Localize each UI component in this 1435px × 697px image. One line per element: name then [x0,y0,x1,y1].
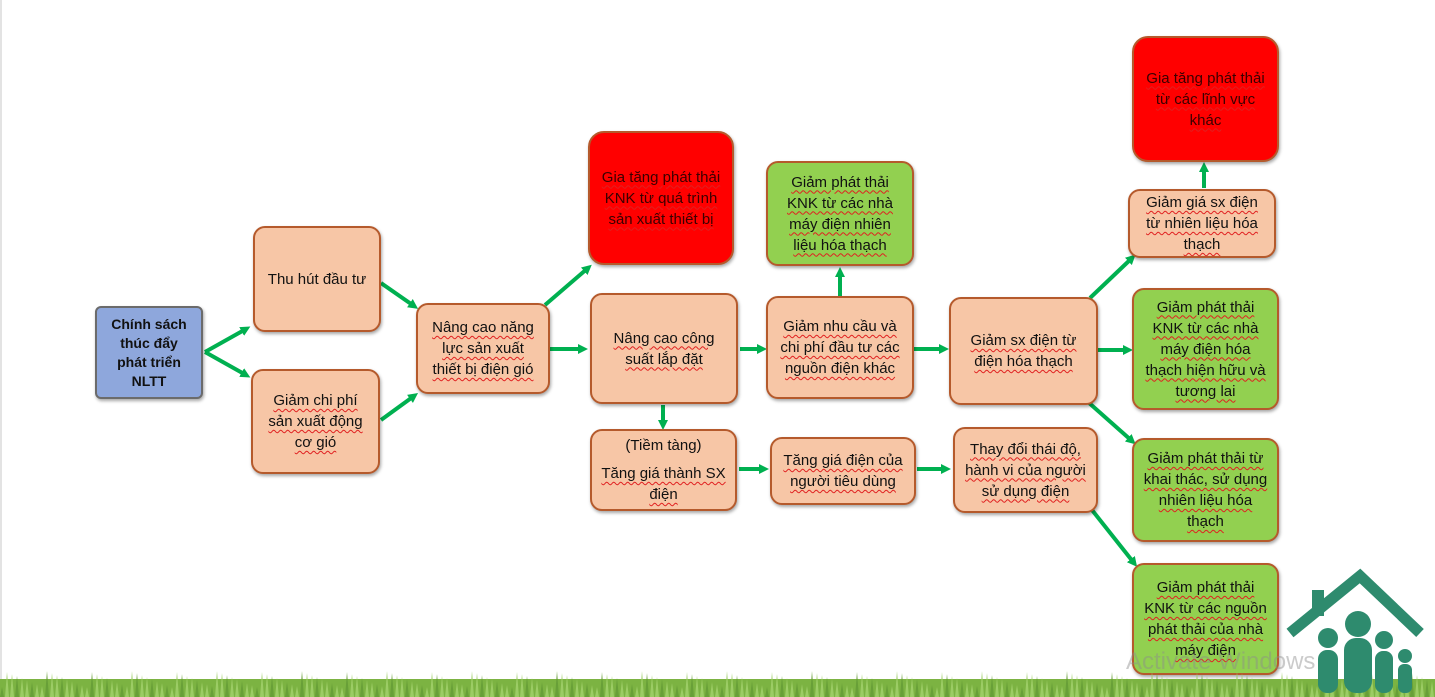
box-consumer-price: Tăng giá điện của người tiêu dùng [770,437,916,505]
box-attract-investment-text: Thu hút đầu tư [267,270,367,288]
box-manufacturing-capacity-text: Nâng cao năng lực sản xuất thiết bị điện… [432,319,534,378]
box-behavior-change: Thay đổi thái độ, hành vi của người sử d… [953,427,1098,513]
box-manufacturing-capacity: Nâng cao năng lực sản xuất thiết bị điện… [416,303,550,394]
box-attract-investment: Thu hút đầu tư [253,226,381,332]
box-fossil-generation: Giảm sx điện từ điện hóa thạch [949,297,1098,405]
box-reduce-cost-text: Giảm chi phí sản xuất động cơ gió [268,392,363,451]
box-fossil-price: Giảm giá sx điện từ nhiên liệu hóa thạch [1128,189,1276,258]
box-consumer-price-text: Tăng giá điện của người tiêu dùng [783,452,903,490]
box-install-capacity-text: Nâng cao công suất lắp đặt [613,329,715,368]
box-policy-text: Chính sách thúc đẩy phát triển NLTT [111,315,187,389]
arrow-policy-attract [204,326,251,354]
box-reduce-demand-text: Giảm nhu cầu và chi phí đầu tư các nguồn… [780,318,900,377]
box-install-capacity: Nâng cao công suất lắp đặt [590,293,738,404]
box-ghg-manufacturing-text: Gia tăng phát thải KNK từ quá trình sản … [601,168,721,228]
box-reduce-demand: Giảm nhu cầu và chi phí đầu tư các nguồn… [766,296,914,399]
box-ghg-extraction: Giảm phát thải từ khai thác, sử dụng nhi… [1132,438,1279,542]
arrow-cost-capacity [379,393,419,422]
box-ghg-fossil-plants-text: Giảm phát thải KNK từ các nhà máy điện n… [787,173,893,254]
box-reduce-cost: Giảm chi phí sản xuất động cơ gió [251,369,380,474]
box-fossil-price-text: Giảm giá sx điện từ nhiên liệu hóa thạch [1146,194,1258,253]
arrow-behavior-sources [1090,508,1138,567]
arrow-policy-cost [204,350,251,378]
grass-strip [0,671,1435,697]
box-ghg-manufacturing: Gia tăng phát thải KNK từ quá trình sản … [588,131,734,265]
arrow-capacity-ghgmfg [543,264,592,307]
box-ghg-fossil-plants: Giảm phát thải KNK từ các nhà máy điện n… [766,161,914,266]
box-potential-title: (Tiềm tàng) [625,437,702,454]
arrow-fossilgen-fossilprice [1088,254,1136,300]
house-family-logo-icon [1286,568,1424,693]
box-policy: Chính sách thúc đẩy phát triển NLTT [95,306,203,399]
box-fossil-generation-text: Giảm sx điện từ điện hóa thạch [970,332,1077,370]
box-ghg-extraction-text: Giảm phát thải từ khai thác, sử dụng nhi… [1143,450,1268,530]
arrow-fossilgen-extraction [1086,400,1136,445]
box-potential-cost: (Tiềm tàng) Tăng giá thành SX điện [590,429,737,511]
slide-left-edge [0,0,2,697]
box-ghg-sources-text: Giảm phát thải KNK từ các nguồn phát thả… [1144,579,1267,659]
box-ghg-existing-plants-text: Giảm phát thải KNK từ các nhà máy điện h… [1145,298,1266,400]
box-ghg-other-sectors: Gia tăng phát thải từ các lĩnh vực khác [1132,36,1279,162]
box-potential-body: Tăng giá thành SX điện [601,465,726,503]
box-ghg-existing-plants: Giảm phát thải KNK từ các nhà máy điện h… [1132,288,1279,410]
box-ghg-other-sectors-text: Gia tăng phát thải từ các lĩnh vực khác [1146,69,1265,129]
activate-windows-watermark: Activate Windows [1126,648,1316,675]
arrow-attract-capacity [379,281,419,309]
box-ghg-sources: Giảm phát thải KNK từ các nguồn phát thả… [1132,563,1279,675]
box-behavior-change-text: Thay đổi thái độ, hành vi của người sử d… [965,440,1086,500]
